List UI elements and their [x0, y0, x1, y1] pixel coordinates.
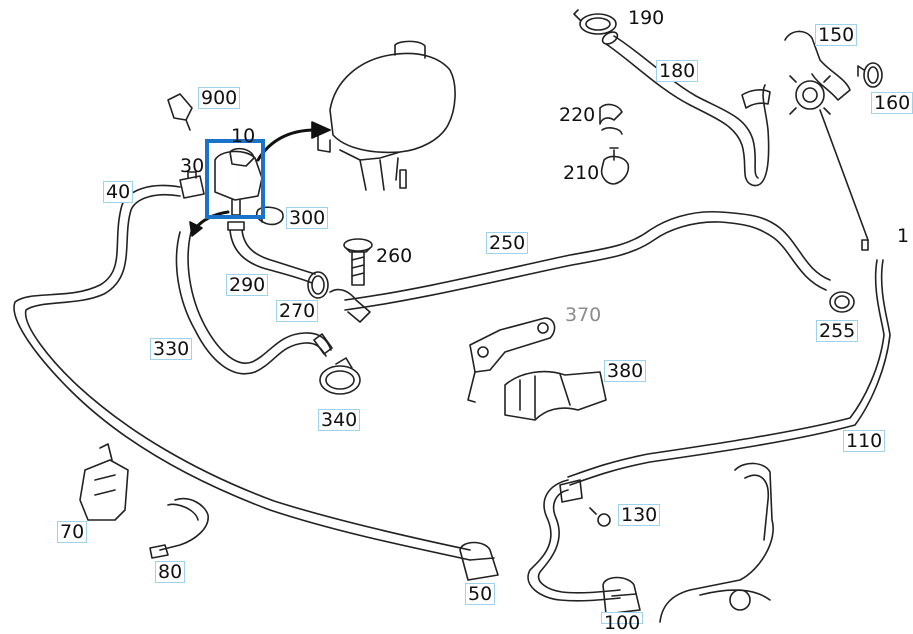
callout-190[interactable]: 190 — [628, 7, 665, 29]
bracket-370[interactable] — [467, 317, 556, 403]
callout-30[interactable]: 30 — [180, 155, 205, 177]
callout-10[interactable]: 10 — [231, 125, 256, 147]
callout-80[interactable]: 80 — [155, 561, 186, 583]
callout-110[interactable]: 110 — [843, 430, 886, 452]
callout-900[interactable]: 900 — [198, 87, 241, 109]
callout-330[interactable]: 330 — [150, 338, 193, 360]
callout-180[interactable]: 180 — [656, 60, 699, 82]
clamp-255[interactable] — [829, 291, 855, 313]
connector-30[interactable] — [179, 171, 205, 199]
callout-70[interactable]: 70 — [57, 521, 88, 543]
pump-150[interactable] — [784, 30, 869, 241]
hose-40[interactable] — [13, 184, 471, 561]
callout-290[interactable]: 290 — [226, 274, 269, 296]
clamp-270[interactable] — [307, 271, 329, 299]
callout-130[interactable]: 130 — [618, 504, 661, 526]
clamp-100[interactable] — [602, 576, 641, 615]
callout-160[interactable]: 160 — [871, 92, 913, 114]
callout-260[interactable]: 260 — [376, 245, 413, 267]
callout-210[interactable]: 210 — [563, 162, 600, 184]
holder-380[interactable] — [504, 370, 607, 421]
clamp-190[interactable] — [573, 9, 617, 35]
strap-80[interactable] — [149, 497, 209, 559]
reservoir-bottom — [659, 462, 774, 623]
callout-220[interactable]: 220 — [559, 104, 596, 126]
clip-210[interactable] — [600, 147, 630, 185]
hose-100[interactable] — [527, 479, 621, 602]
line-110[interactable] — [567, 239, 891, 486]
callout-40[interactable]: 40 — [103, 181, 134, 203]
screw-260[interactable] — [343, 238, 373, 286]
callout-270[interactable]: 270 — [276, 300, 319, 322]
holder-70[interactable] — [79, 443, 129, 521]
callout-255[interactable]: 255 — [816, 320, 859, 342]
clamp-340[interactable] — [319, 357, 361, 395]
callout-100[interactable]: 100 — [601, 612, 644, 633]
callout-370[interactable]: 370 — [565, 304, 602, 326]
hose-330[interactable] — [175, 231, 333, 375]
callout-380[interactable]: 380 — [604, 360, 647, 382]
parts-diagram — [13, 9, 891, 623]
hose-250[interactable] — [329, 210, 831, 323]
hose-290[interactable] — [227, 221, 316, 284]
callout-150[interactable]: 150 — [815, 24, 858, 46]
expansion-tank — [317, 40, 456, 191]
callout-300[interactable]: 300 — [286, 207, 329, 229]
callout-250[interactable]: 250 — [486, 232, 529, 254]
plug-900[interactable] — [167, 93, 193, 131]
selected-part-highlight — [205, 139, 265, 219]
clamp-160[interactable] — [857, 62, 883, 88]
callout-340[interactable]: 340 — [318, 409, 361, 431]
hose-180[interactable] — [601, 31, 771, 187]
callout-1[interactable]: 1 — [897, 225, 910, 247]
clip-220[interactable] — [599, 103, 623, 135]
callout-50[interactable]: 50 — [465, 583, 496, 605]
flow-arrow-right — [256, 121, 331, 162]
connector-130[interactable] — [589, 507, 611, 527]
clamp-50[interactable] — [459, 541, 499, 581]
